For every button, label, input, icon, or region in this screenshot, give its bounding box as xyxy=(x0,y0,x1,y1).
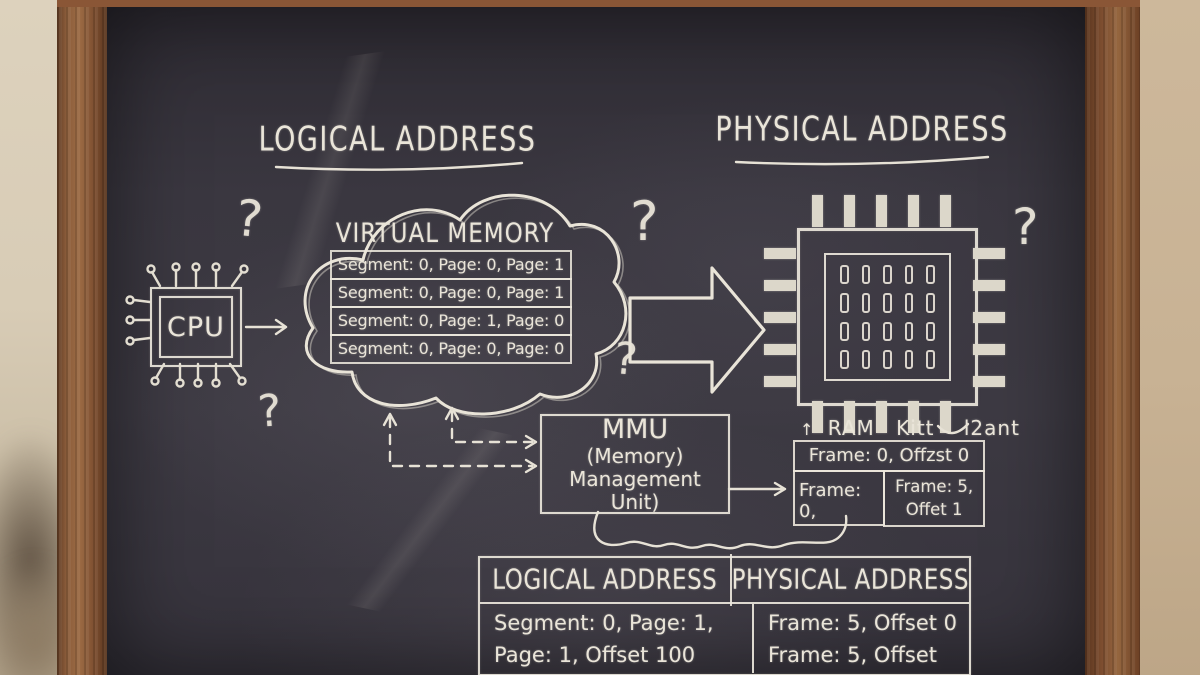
ram-chip-icon xyxy=(797,228,978,406)
ram-label: RAM xyxy=(827,416,875,440)
vm-row: Segment: 0, Page: 0, Page: 0 xyxy=(330,334,572,364)
frame-offset-row2-right: Frame: 5, Offet 1 xyxy=(883,470,985,527)
logical-address-title: LOGICAL ADDRESS xyxy=(258,119,537,159)
cpu-chip-icon: CPU xyxy=(150,287,242,367)
ram-cell-grid xyxy=(824,253,951,381)
ram-caption: ↑ RAM Kitt l2ant xyxy=(800,416,1030,440)
scribble-word: l2ant xyxy=(963,416,1020,440)
wood-frame-top xyxy=(57,0,1140,7)
physical-line: Frame: 5, Offset 100 xyxy=(768,643,937,667)
mapping-header-logical: LOGICAL ADDRESS xyxy=(480,554,732,606)
mmu-subtitle-1: (Memory) xyxy=(586,444,684,469)
mmu-box: MMU (Memory) Management Unit) xyxy=(540,414,730,514)
cpu-pins xyxy=(125,262,249,388)
up-arrow-glyph: ↑ xyxy=(800,420,815,439)
virtual-memory-table: Segment: 0, Page: 0, Page: 1 Segment: 0,… xyxy=(330,250,572,364)
logical-line: Page: 1, Offset 100 xyxy=(494,643,696,667)
offset-value: Offet 1 xyxy=(905,500,963,519)
wood-frame-right xyxy=(1085,0,1140,675)
wood-frame-left xyxy=(57,0,107,675)
question-mark: ? xyxy=(1012,198,1039,256)
physical-line: Frame: 5, Offset 0 xyxy=(768,611,958,635)
chalkboard xyxy=(107,7,1085,675)
scribble-word: Kitt xyxy=(896,416,935,440)
virtual-memory-label: VIRTUAL MEMORY xyxy=(335,219,555,249)
mmu-title: MMU xyxy=(601,413,669,445)
mapping-physical-cell: Frame: 5, Offset 0 Frame: 5, Offset 100 xyxy=(754,604,969,673)
mmu-subtitle-2: Management Unit) xyxy=(569,467,701,515)
big-right-arrow-icon xyxy=(628,266,766,394)
question-mark: ? xyxy=(630,190,659,253)
background-wall-right xyxy=(1140,0,1200,675)
logical-line: Segment: 0, Page: 1, xyxy=(494,611,714,635)
cpu-label: CPU xyxy=(159,296,233,358)
address-mapping-table: LOGICAL ADDRESS PHYSICAL ADDRESS Segment… xyxy=(478,554,971,675)
frame-offset-table: Frame: 0, Offzst 0 Frame: 0, Frame: 5, O… xyxy=(793,440,985,527)
frame-value: Frame: 5, xyxy=(895,477,974,496)
physical-address-title: PHYSICAL ADDRESS xyxy=(715,109,1009,149)
mapping-header-physical: PHYSICAL ADDRESS xyxy=(731,564,969,596)
mapping-logical-cell: Segment: 0, Page: 1, Page: 1, Offset 100 xyxy=(480,604,754,673)
